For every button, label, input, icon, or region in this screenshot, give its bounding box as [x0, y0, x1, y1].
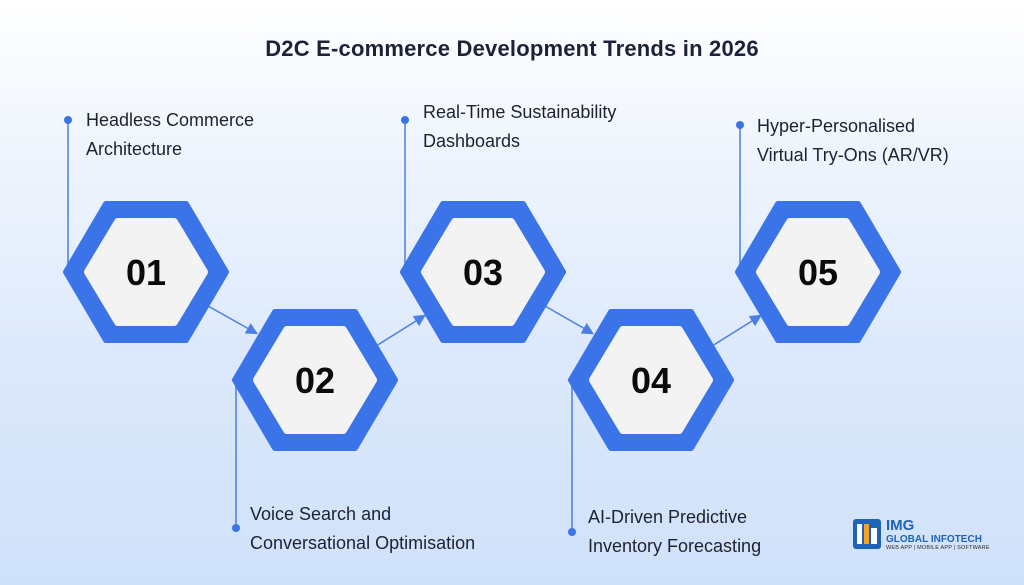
step-hexagon-01: 01	[63, 201, 229, 343]
step-label-03-line-1: Real-Time Sustainability	[423, 102, 617, 122]
leader-dot-01	[64, 116, 72, 124]
logo-mark-icon	[853, 519, 881, 549]
page-title: D2C E-commerce Development Trends in 202…	[265, 36, 759, 61]
step-label-04: AI-Driven Predictive Inventory Forecasti…	[588, 503, 761, 561]
step-label-01-line-2: Architecture	[86, 139, 183, 159]
step-hexagon-05: 05	[735, 201, 901, 343]
step-hexagon-02: 02	[232, 309, 398, 451]
step-number-02: 02	[295, 360, 335, 401]
step-label-04-line-2: Inventory Forecasting	[588, 536, 762, 556]
step-label-02-line-1: Voice Search and	[250, 504, 392, 524]
step-hexagon-04: 04	[568, 309, 734, 451]
logo-short-name: IMG	[886, 517, 915, 534]
company-logo: IMG GLOBAL INFOTECH WEB APP | MOBILE APP…	[852, 518, 992, 554]
step-number-01: 01	[126, 252, 166, 293]
step-number-03: 03	[463, 252, 503, 293]
arrow-03-04	[544, 305, 595, 335]
step-label-02-line-2: Conversational Optimisation	[250, 533, 476, 553]
leader-dot-05	[736, 121, 744, 129]
arrow-04-05	[711, 314, 763, 347]
step-label-05-line-2: Virtual Try-Ons (AR/VR)	[757, 145, 949, 165]
step-number-05: 05	[798, 252, 838, 293]
step-label-01-line-1: Headless Commerce	[86, 110, 255, 130]
step-label-02: Voice Search and Conversational Optimisa…	[250, 500, 475, 558]
step-label-03: Real-Time Sustainability Dashboards	[423, 98, 616, 156]
leader-dot-04	[568, 528, 576, 536]
logo-tagline: WEB APP | MOBILE APP | SOFTWARE	[886, 545, 990, 551]
leader-dot-03	[401, 116, 409, 124]
step-hexagon-03: 03	[400, 201, 566, 343]
step-label-01: Headless Commerce Architecture	[86, 106, 254, 164]
step-label-03-line-2: Dashboards	[423, 131, 521, 151]
arrow-02-03	[375, 314, 427, 347]
step-label-05-line-1: Hyper-Personalised	[757, 116, 916, 136]
step-number-04: 04	[631, 360, 671, 401]
logo-company-name: GLOBAL INFOTECH	[886, 534, 982, 545]
logo-text: IMG GLOBAL INFOTECH WEB APP | MOBILE APP…	[886, 518, 990, 552]
leader-dot-02	[232, 524, 240, 532]
step-label-05: Hyper-Personalised Virtual Try-Ons (AR/V…	[757, 112, 949, 170]
arrow-01-02	[207, 305, 259, 335]
step-label-04-line-1: AI-Driven Predictive	[588, 507, 748, 527]
